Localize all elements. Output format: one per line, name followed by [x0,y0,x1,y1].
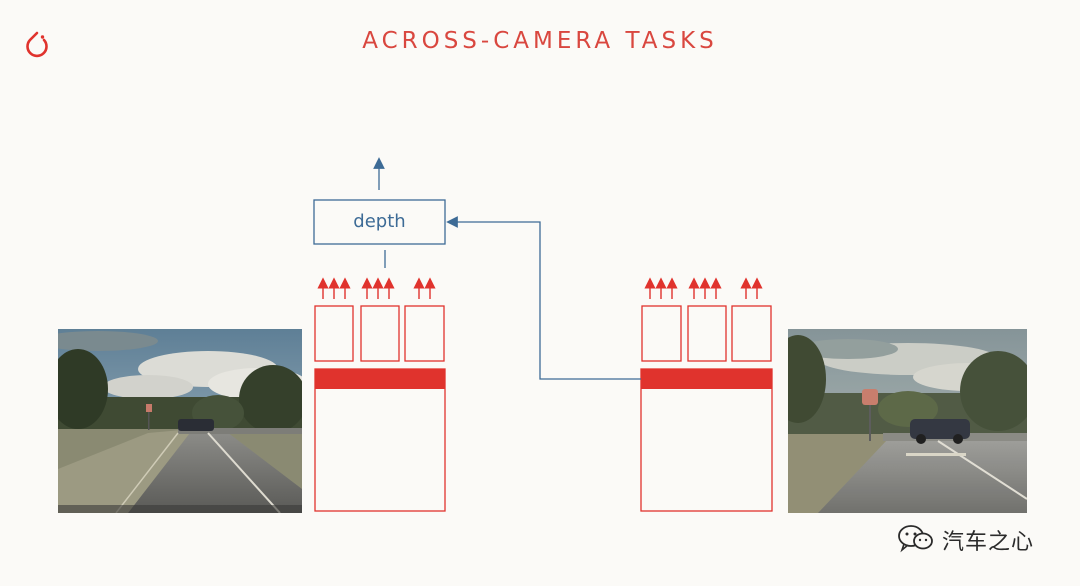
left-feature-cell-2 [360,305,400,362]
left-feature-cell-3 [404,305,445,362]
right-camera-image [788,329,1027,513]
right-feature-cell-1 [641,305,682,362]
depth-head-label: depth [353,211,406,232]
left-camera-image [58,329,302,513]
watermark-text: 汽车之心 [942,530,1035,555]
slide-title: ACROSS-CAMERA TASKS [362,28,718,54]
right-backbone [640,277,773,512]
right-feature-cell-2 [687,305,727,362]
pytorch-flame-icon [24,30,50,60]
right-feature-cell-3 [731,305,772,362]
left-feature-cell-1 [314,305,354,362]
left-output-arrows [317,277,436,299]
cross-camera-link [446,216,641,380]
right-backbone-box [640,368,773,512]
left-backbone-box [314,368,446,512]
left-feature-bar [315,369,445,389]
right-feature-bar [641,369,772,389]
depth-head-box [313,199,446,245]
watermark: 汽车之心 [896,524,1034,556]
wechat-icon [896,523,936,558]
left-backbone [314,277,446,512]
right-output-arrows [644,277,763,299]
